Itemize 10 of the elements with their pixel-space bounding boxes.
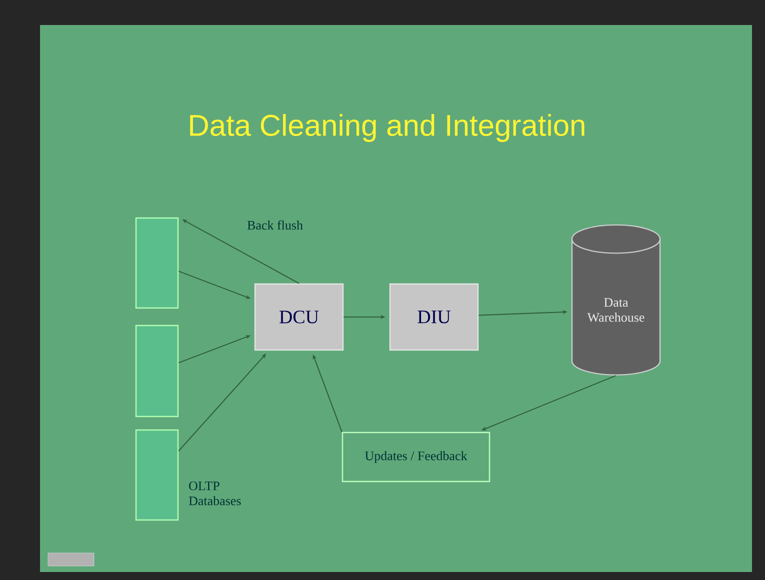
side-caption: OLTP Databases: [188, 482, 241, 506]
edge-label: Back flush: [246, 219, 304, 231]
process-box: DCU: [254, 283, 344, 351]
slide-title: Data Cleaning and Integration: [190, 114, 584, 142]
database-cylinder: Data Warehouse: [571, 224, 661, 376]
database-box: [135, 217, 179, 309]
process-box: DIU: [389, 283, 479, 351]
database-box: [135, 324, 179, 418]
feedback-box: Updates / Feedback: [342, 432, 490, 482]
database-box: [135, 429, 179, 521]
